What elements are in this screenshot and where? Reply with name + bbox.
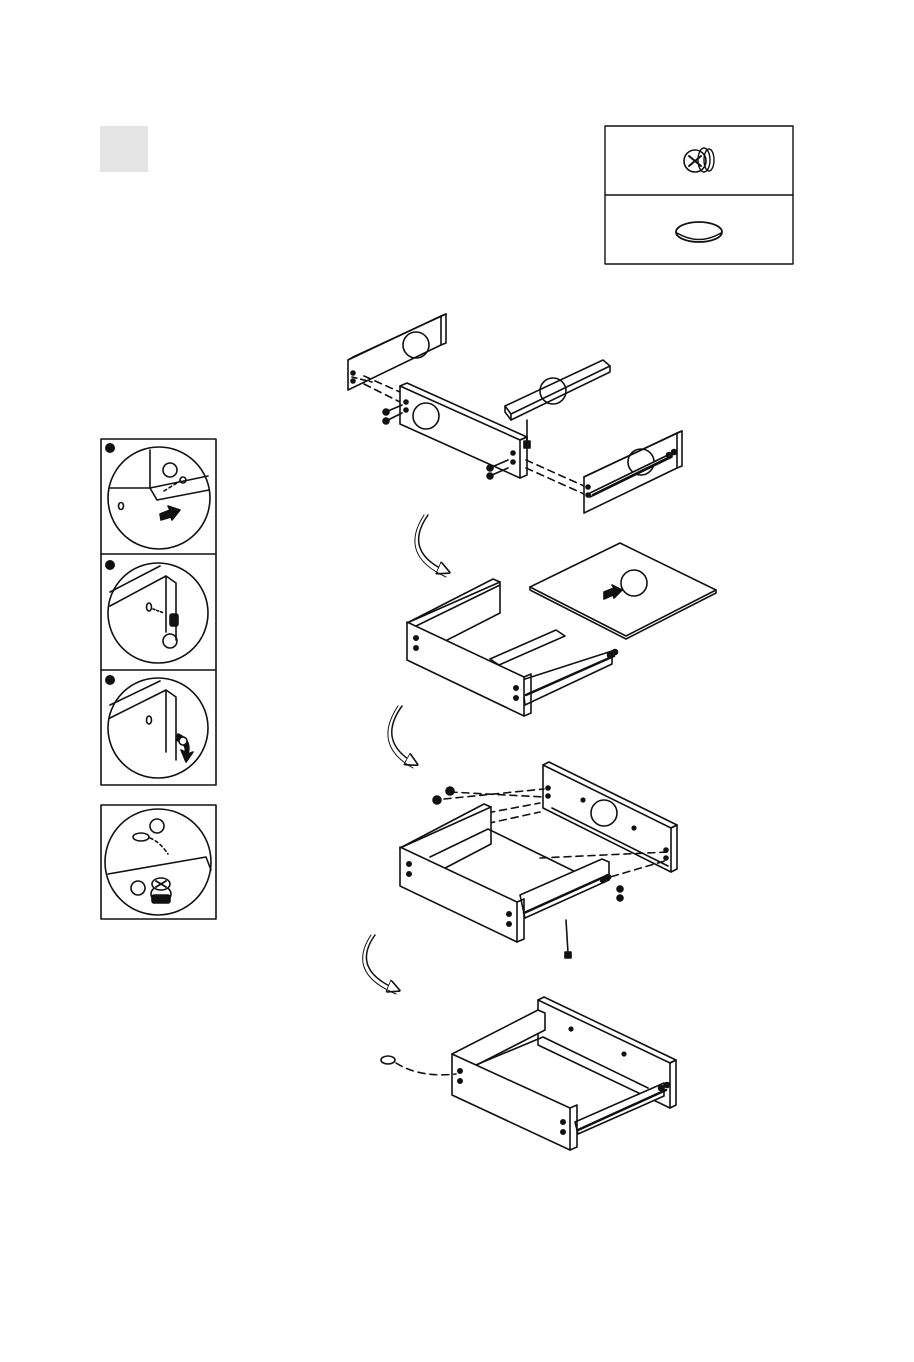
stage-attach-back: [400, 762, 677, 958]
step-number-box: [100, 126, 148, 172]
cover-cap-icon: [676, 222, 722, 242]
cam-lock-insert-icon: [105, 560, 208, 663]
cam-lock-icon: [684, 148, 714, 172]
stage-exploded-frame: [348, 314, 682, 513]
front-panel: [383, 383, 527, 479]
sequence-arrow-1: [419, 515, 448, 572]
back-panel: [543, 762, 677, 872]
side-panel-left: [348, 314, 446, 390]
sequence-arrow-2: [392, 706, 416, 764]
sequence-arrow-3: [366, 935, 398, 990]
cap-fitting-icon: [101, 805, 216, 919]
stage-insert-bottom: [407, 543, 716, 716]
hardware-legend: [605, 126, 793, 264]
cam-bolt-insert-icon: [105, 443, 210, 549]
side-panel-right: [584, 431, 682, 513]
cam-lock-turn-icon: [105, 675, 208, 778]
bottom-panel: [530, 543, 716, 639]
cover-cap-placement: [381, 1056, 456, 1075]
detail-insets: [101, 439, 216, 919]
stage-finished-drawer: [381, 997, 676, 1150]
